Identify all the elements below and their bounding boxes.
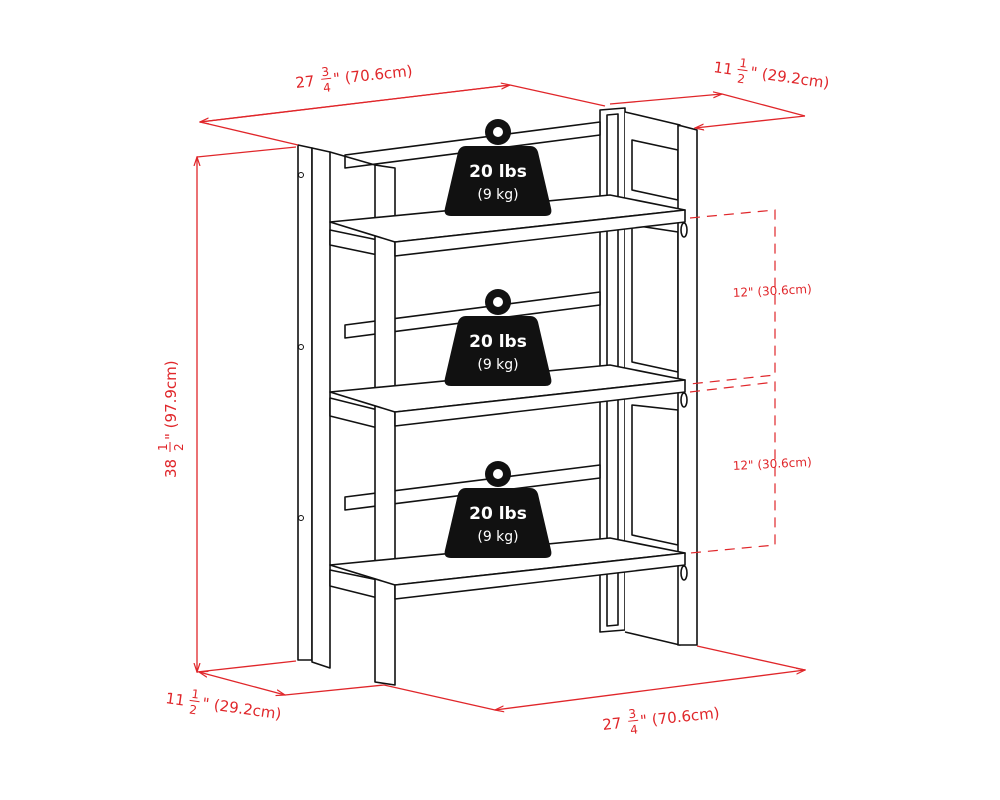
svg-text:1: 1	[191, 687, 201, 702]
svg-text:" (70.6cm): " (70.6cm)	[639, 704, 720, 730]
svg-text:" (97.9cm): " (97.9cm)	[162, 360, 180, 440]
bottom-width-label: 27 3 4 " (70.6cm)	[602, 704, 721, 737]
svg-text:4: 4	[322, 80, 331, 95]
svg-text:2: 2	[188, 703, 198, 718]
weight-icon-middle-shelf: 20 lbs (9 kg)	[444, 289, 552, 386]
height-label: 38 1 2 " (97.9cm)	[156, 360, 186, 478]
weight-lbs: 20 lbs	[469, 162, 527, 182]
svg-text:27: 27	[295, 72, 316, 92]
svg-text:" (29.2cm): " (29.2cm)	[201, 694, 282, 723]
lower-shelf-spacing-label: 12" (30.6cm)	[732, 455, 812, 473]
svg-text:3: 3	[628, 706, 637, 721]
bookshelf-drawing	[297, 107, 698, 686]
svg-text:2: 2	[172, 443, 186, 451]
svg-text:3: 3	[321, 64, 330, 79]
weight-kg: (9 kg)	[477, 187, 518, 203]
weight-lbs: 20 lbs	[469, 332, 527, 352]
weight-lbs: 20 lbs	[469, 504, 527, 524]
svg-text:1: 1	[739, 56, 749, 71]
svg-text:11: 11	[712, 58, 733, 78]
weight-kg: (9 kg)	[477, 529, 518, 545]
top-depth-label: 11 1 2 " (29.2cm)	[712, 56, 830, 93]
svg-text:" (70.6cm): " (70.6cm)	[332, 62, 413, 88]
svg-text:2: 2	[736, 72, 746, 87]
weight-icon-top-shelf: 20 lbs (9 kg)	[444, 119, 552, 216]
svg-text:4: 4	[629, 722, 638, 737]
svg-text:" (29.2cm): " (29.2cm)	[749, 63, 830, 92]
weight-icon-bottom-shelf: 20 lbs (9 kg)	[444, 461, 552, 558]
svg-text:27: 27	[602, 714, 623, 734]
dimension-lines	[197, 85, 805, 710]
svg-text:11: 11	[164, 689, 185, 709]
weight-kg: (9 kg)	[477, 357, 518, 373]
upper-shelf-spacing-label: 12" (30.6cm)	[732, 282, 812, 300]
svg-text:1: 1	[156, 443, 170, 451]
top-width-label: 27 3 4 " (70.6cm)	[295, 62, 414, 95]
svg-text:38: 38	[162, 459, 180, 478]
